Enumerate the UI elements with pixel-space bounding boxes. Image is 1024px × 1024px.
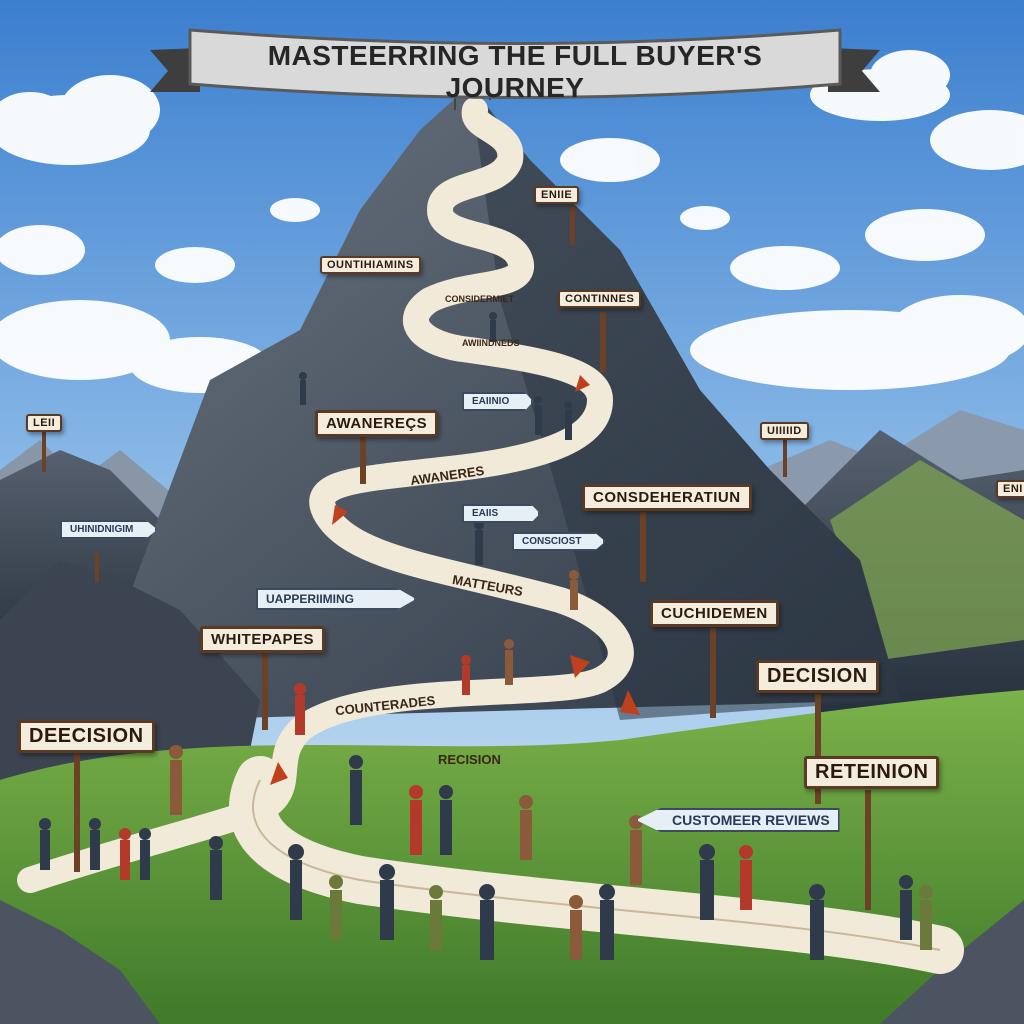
path-arrows bbox=[270, 375, 640, 785]
sign-left-upper-small: OUNTIHIAMINS bbox=[320, 256, 421, 274]
foreground-rocks-left bbox=[0, 900, 160, 1024]
crowd-people bbox=[39, 312, 933, 960]
sign-consideration: CONSDEHERATIUN bbox=[582, 484, 752, 511]
sign-summit-small: ENIIE bbox=[534, 186, 580, 204]
sign-whitepapes: WHITEPAPES bbox=[200, 626, 326, 653]
sign-right-far-small: UIIIIID bbox=[760, 422, 809, 440]
sign-retention: RETEINION bbox=[804, 756, 940, 789]
arrow-sign-mid-c: CONSCIOST bbox=[512, 532, 606, 551]
arrow-sign-left-small: UHINIDNIGIM bbox=[60, 520, 158, 539]
path-text-upper-a: CONSIDERMIET bbox=[445, 294, 515, 304]
title-banner bbox=[150, 28, 880, 99]
sign-continues: CONTINNES bbox=[558, 290, 642, 308]
arrow-sign-mid-b: EAIIS bbox=[462, 504, 541, 523]
clouds bbox=[0, 50, 1024, 393]
arrow-sign-vapperiming: UAPPERIIMING bbox=[256, 588, 417, 610]
sign-awareness: AWANEREÇS bbox=[315, 410, 439, 437]
banner-title: MASTEERRING THE FULL BUYER'S JOURNEY bbox=[267, 40, 763, 103]
sign-left-far-small: LEII bbox=[26, 414, 63, 432]
sign-decision-right: DECISION bbox=[756, 660, 879, 693]
sign-cuchidemen: CUCHIDEMEN bbox=[650, 600, 779, 627]
path-text-upper-b: AWIINDNEDS bbox=[462, 338, 520, 348]
arrow-sign-mid-a: EAIINIO bbox=[462, 392, 534, 411]
arrow-sign-customer-reviews: CUSTOMEER REVIEWS bbox=[636, 808, 840, 832]
sign-edge-right-small: ENI bbox=[996, 480, 1024, 498]
path-text-recision: RECISION bbox=[438, 752, 501, 767]
right-green-slope bbox=[830, 460, 1024, 660]
main-mountain-shadow bbox=[470, 85, 900, 720]
sign-posts bbox=[42, 205, 871, 910]
sign-decision-left: DEECISION bbox=[18, 720, 155, 753]
